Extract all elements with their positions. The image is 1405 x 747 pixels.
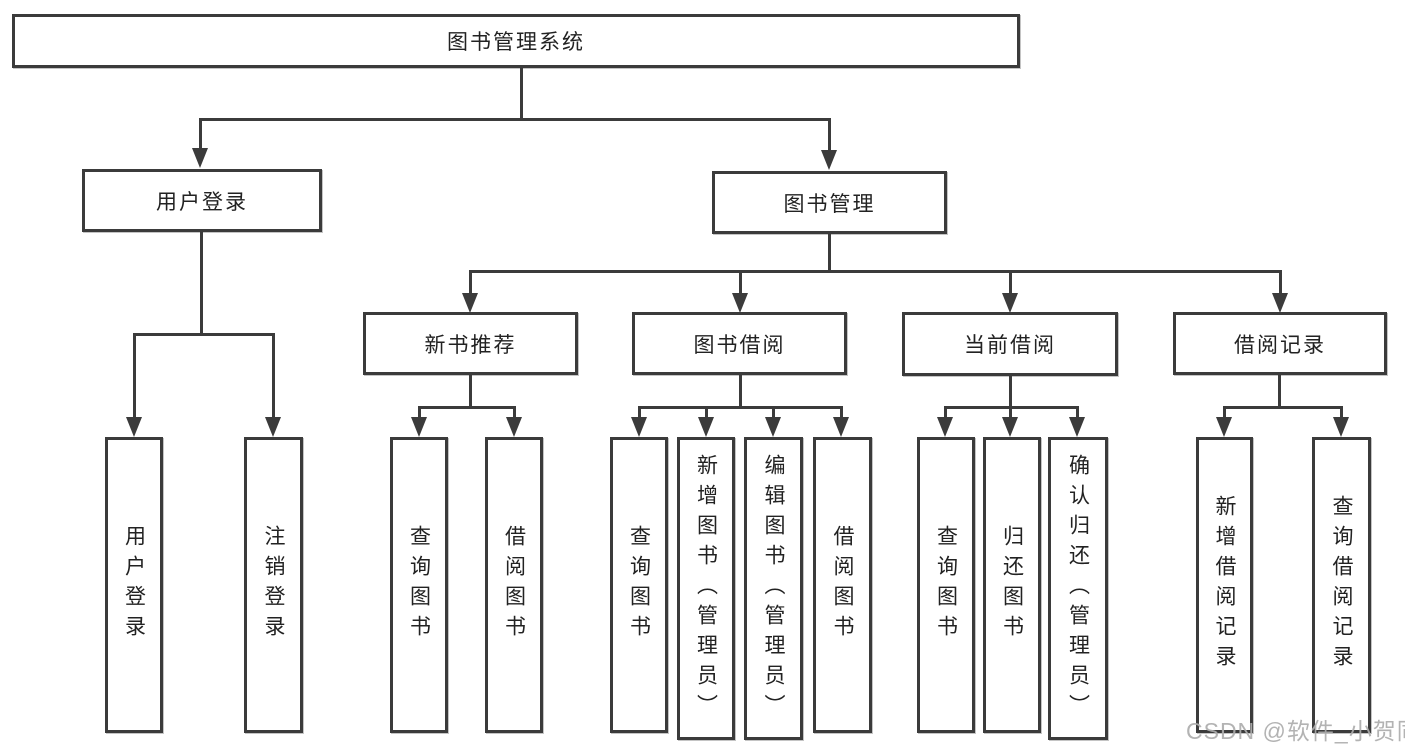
connector-line (418, 406, 516, 409)
connector-line (840, 406, 843, 419)
leaf-label: 查询借阅记录 (1330, 495, 1353, 675)
node-library-management-system: 图书管理系统 (12, 14, 1020, 68)
leaf-user-login: 用户登录 (105, 437, 163, 733)
node-user-login: 用户登录 (82, 169, 322, 232)
connector-line (638, 406, 641, 419)
arrow-down-icon (833, 417, 849, 437)
arrow-down-icon (265, 417, 281, 437)
connector-line (739, 270, 742, 294)
connector-line (133, 333, 274, 336)
connector-line (638, 406, 843, 409)
connector-line (1340, 406, 1343, 419)
arrow-down-icon (411, 417, 427, 437)
leaf-query-borrow-record: 查询借阅记录 (1312, 437, 1371, 733)
connector-line (1223, 406, 1226, 419)
connector-line (272, 333, 275, 418)
leaf-add-borrow-record: 新增借阅记录 (1196, 437, 1253, 733)
connector-line (1009, 376, 1012, 408)
node-label: 图书管理 (783, 192, 876, 216)
arrow-down-icon (126, 417, 142, 437)
leaf-label: 归还图书 (1000, 525, 1024, 645)
connector-line (1009, 406, 1012, 419)
connector-line (469, 375, 472, 409)
leaf-label: 确认归还（管理员） (1066, 453, 1090, 724)
arrow-down-icon (1069, 417, 1085, 437)
node-current-borrowing: 当前借阅 (902, 312, 1118, 376)
arrow-down-icon (192, 148, 208, 168)
leaf-label: 借阅图书 (831, 525, 854, 645)
leaf-borrow-books-recommend: 借阅图书 (485, 437, 543, 733)
leaf-label: 借阅图书 (502, 525, 526, 645)
connector-line (944, 406, 947, 419)
node-label: 图书借阅 (693, 333, 786, 357)
connector-line (1076, 406, 1079, 419)
node-book-management: 图书管理 (712, 171, 947, 234)
arrow-down-icon (937, 417, 953, 437)
leaf-return-books: 归还图书 (983, 437, 1041, 733)
connector-line (1009, 270, 1012, 294)
arrow-down-icon (765, 417, 781, 437)
leaf-confirm-return-admin: 确认归还（管理员） (1048, 437, 1108, 740)
leaf-add-books-admin: 新增图书（管理员） (677, 437, 735, 740)
node-borrowing-records: 借阅记录 (1173, 312, 1387, 375)
node-label: 用户登录 (156, 190, 248, 214)
node-label: 当前借阅 (964, 334, 1056, 357)
connector-line (469, 270, 472, 294)
arrow-down-icon (1216, 417, 1232, 437)
node-book-borrowing: 图书借阅 (632, 312, 847, 375)
leaf-label: 查询图书 (627, 525, 651, 645)
connector-line (469, 270, 1281, 273)
leaf-label: 用户登录 (122, 525, 146, 645)
node-label: 新书推荐 (424, 333, 517, 357)
leaf-logout: 注销登录 (244, 437, 303, 733)
arrow-down-icon (1002, 417, 1018, 437)
leaf-label: 编辑图书（管理员） (762, 453, 785, 724)
arrow-down-icon (1272, 293, 1288, 313)
arrow-down-icon (698, 417, 714, 437)
connector-line (199, 118, 202, 150)
connector-line (200, 232, 203, 335)
arrow-down-icon (631, 417, 647, 437)
connector-line (739, 375, 742, 408)
node-label: 图书管理系统 (447, 31, 585, 54)
arrow-down-icon (1002, 293, 1018, 313)
leaf-label: 查询图书 (407, 525, 431, 645)
connector-line (199, 118, 830, 121)
connector-line (520, 68, 523, 120)
arrow-down-icon (462, 293, 478, 313)
connector-line (133, 333, 136, 418)
connector-line (772, 406, 775, 419)
watermark: CSDN @软件_小贺同学 (1186, 718, 1405, 744)
leaf-label: 注销登录 (262, 525, 285, 645)
arrow-down-icon (821, 150, 837, 170)
arrow-down-icon (1333, 417, 1349, 437)
leaf-label: 新增借阅记录 (1213, 495, 1236, 675)
leaf-label: 新增图书（管理员） (694, 453, 718, 724)
node-label: 借阅记录 (1234, 333, 1326, 357)
leaf-edit-books-admin: 编辑图书（管理员） (744, 437, 803, 740)
connector-line (418, 406, 421, 419)
arrow-down-icon (506, 417, 522, 437)
leaf-query-books-borrow: 查询图书 (610, 437, 668, 733)
leaf-borrow-books: 借阅图书 (813, 437, 872, 733)
connector-line (828, 118, 831, 150)
connector-line (513, 406, 516, 419)
connector-line (1278, 375, 1281, 408)
leaf-query-books-recommend: 查询图书 (390, 437, 448, 733)
arrow-down-icon (732, 293, 748, 313)
leaf-label: 查询图书 (934, 525, 958, 645)
connector-line (828, 234, 831, 272)
connector-line (1279, 270, 1282, 294)
leaf-query-books-current: 查询图书 (917, 437, 975, 733)
node-new-book-recommendation: 新书推荐 (363, 312, 578, 375)
connector-line (1223, 406, 1343, 409)
connector-line (705, 406, 708, 419)
